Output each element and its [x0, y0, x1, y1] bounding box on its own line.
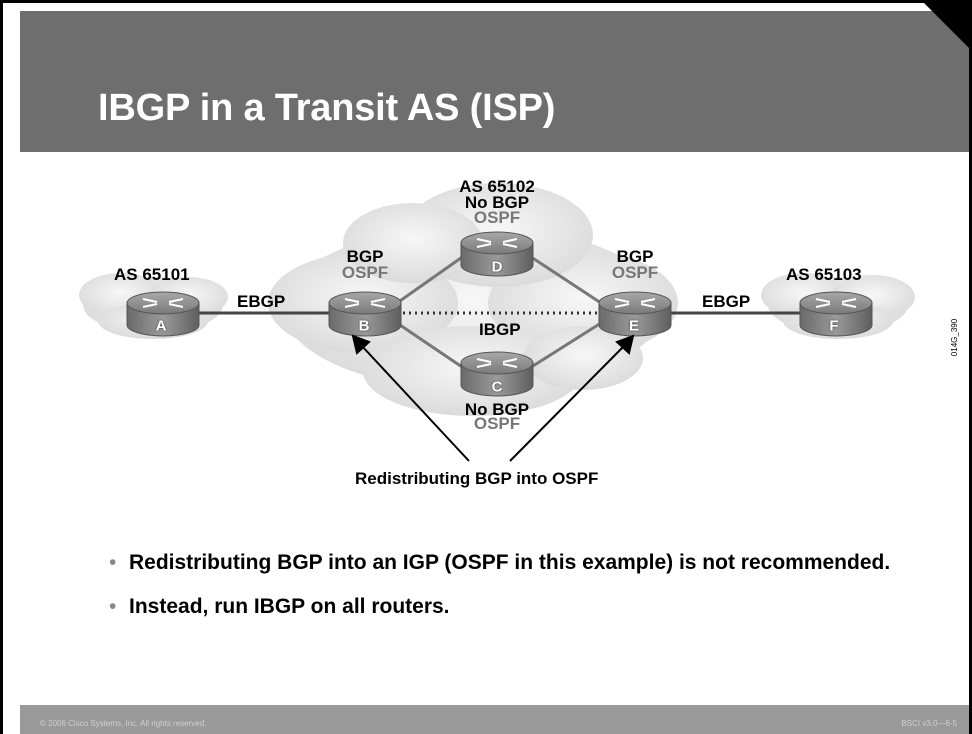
link-c-e [524, 321, 602, 373]
router-a-label: A [155, 317, 167, 335]
link-b-c [396, 321, 469, 373]
link-label-ibgp: IBGP [479, 320, 521, 339]
as-label-right: AS 65103 [786, 265, 862, 284]
diagram-caption: Redistributing BGP into OSPF [355, 469, 599, 488]
router-d-proto1: No BGP [464, 193, 530, 212]
router-b-proto2: OSPF [341, 263, 389, 282]
bullet-list: Redistributing BGP into an IGP (OSPF in … [109, 551, 929, 639]
as-label-center: AS 65102 [459, 177, 535, 196]
link-b-d [396, 251, 469, 305]
redistribution-arrows [351, 334, 635, 462]
router-e-proto1: BGP [616, 247, 654, 266]
link-d-e [524, 251, 602, 305]
router-e-label: E [628, 317, 640, 335]
router-e-proto2: OSPF [611, 263, 659, 282]
router-c-proto2: OSPF [473, 414, 521, 433]
router-d-label: D [491, 258, 503, 276]
router-c-label: C [491, 378, 503, 396]
router-b-proto1: BGP [346, 247, 384, 266]
copyright-text: © 2006 Cisco Systems, Inc. All rights re… [40, 719, 207, 728]
bullet-item: Redistributing BGP into an IGP (OSPF in … [109, 551, 929, 575]
corner-triangle [924, 3, 969, 48]
router-b-label: B [358, 317, 370, 335]
network-diagram [79, 183, 915, 462]
figure-id: 014G_390 [950, 318, 960, 357]
slide-title: IBGP in a Transit AS (ISP) [98, 87, 556, 129]
router-c-proto1: No BGP [464, 400, 530, 419]
bullet-item: Instead, run IBGP on all routers. [109, 595, 929, 619]
router-f-label: F [829, 317, 839, 335]
title-bar [20, 11, 969, 152]
router-d-proto2: OSPF [473, 208, 521, 227]
slide-number: BSCI v3.0—6-5 [901, 719, 957, 728]
footer-bar: © 2006 Cisco Systems, Inc. All rights re… [20, 705, 969, 734]
as-label-left: AS 65101 [114, 265, 190, 284]
link-label-ebgp-right: EBGP [702, 292, 751, 311]
link-label-ebgp-left: EBGP [237, 292, 286, 311]
